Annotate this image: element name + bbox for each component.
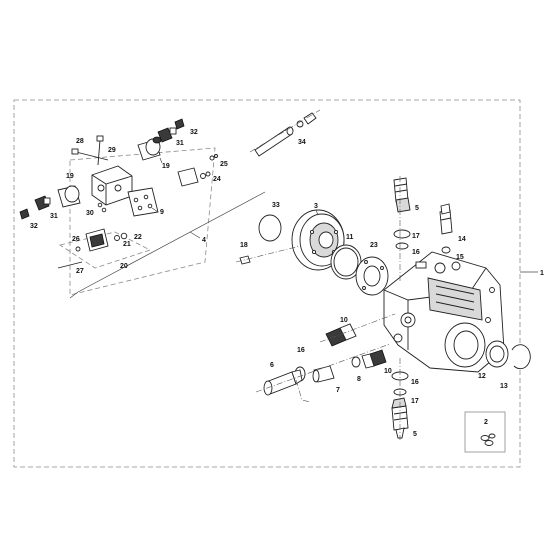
- oring-8: [351, 356, 361, 368]
- callout-17b: 17: [411, 398, 419, 405]
- plug-24: [177, 167, 211, 187]
- screw-32-left: [19, 208, 30, 220]
- callout-25: 25: [220, 161, 228, 168]
- callout-16a: 16: [412, 249, 420, 256]
- connector-31-left: [34, 195, 51, 211]
- nut-7: [312, 365, 335, 383]
- callout-17a: 17: [412, 233, 420, 240]
- oring-33: [258, 214, 282, 242]
- callout-26: 26: [72, 236, 80, 243]
- callout-10b: 10: [384, 368, 392, 375]
- bolt-28: [71, 148, 109, 161]
- callout-7: 7: [336, 387, 340, 394]
- leader-19a: [159, 157, 163, 164]
- seal-kit-frame: [464, 411, 506, 453]
- callout-11: 11: [346, 234, 354, 241]
- leader-9: [151, 207, 159, 213]
- callout-18: 18: [240, 242, 248, 249]
- circlip-13: [511, 344, 531, 370]
- oring-17-top: [393, 229, 411, 239]
- callout-34: 34: [298, 139, 306, 146]
- solenoid-coil-left: [57, 185, 81, 208]
- stud-26-27: [57, 246, 83, 269]
- callout-23: 23: [370, 242, 378, 249]
- leader-4: [189, 231, 201, 239]
- callout-16c: 16: [411, 379, 419, 386]
- plug-21-22: [114, 232, 128, 241]
- callout-9: 9: [160, 209, 164, 216]
- bolt-29: [96, 135, 104, 166]
- shaft-6: [263, 369, 303, 396]
- callout-32a: 32: [190, 129, 198, 136]
- centerline-34: [249, 109, 321, 153]
- callout-4: 4: [202, 237, 206, 244]
- callout-8: 8: [357, 376, 361, 383]
- pump-housing: [383, 251, 505, 373]
- callout-5b: 5: [413, 431, 417, 438]
- leader-4-end: [69, 291, 79, 299]
- callout-24: 24: [213, 176, 221, 183]
- callout-32b: 32: [30, 223, 38, 230]
- plug-10-upper: [325, 323, 357, 347]
- leader-4-line: [77, 191, 266, 293]
- check-valve-top: [393, 177, 411, 213]
- callout-30: 30: [86, 210, 94, 217]
- callout-14: 14: [458, 236, 466, 243]
- callout-3: 3: [314, 203, 318, 210]
- oring-15: [441, 246, 451, 254]
- callout-5a: 5: [415, 205, 419, 212]
- plate-23: [355, 256, 389, 296]
- callout-29: 29: [108, 147, 116, 154]
- valve-block: [91, 165, 133, 206]
- leader-3: [315, 209, 319, 216]
- pin-34: [254, 112, 317, 157]
- seal-kit: [480, 433, 496, 446]
- connector-31-upper: [157, 127, 177, 143]
- callout-22: 22: [134, 234, 142, 241]
- fitting-14: [439, 203, 453, 235]
- callout-31b: 31: [50, 213, 58, 220]
- callout-16b: 16: [297, 347, 305, 354]
- oring-16-top: [395, 242, 409, 250]
- valve-plate: [127, 187, 159, 217]
- callout-10a: 10: [340, 317, 348, 324]
- callout-12: 12: [478, 373, 486, 380]
- solenoid-coil-20: [85, 228, 109, 252]
- callout-6: 6: [270, 362, 274, 369]
- bolt-18: [239, 255, 251, 265]
- valve-subassembly-frame: [69, 147, 216, 296]
- callout-28: 28: [76, 138, 84, 145]
- callout-21: 21: [123, 241, 131, 248]
- callout-20: 20: [120, 263, 128, 270]
- screw-32-upper: [174, 118, 185, 130]
- callout-19a: 19: [162, 163, 170, 170]
- callout-33: 33: [272, 202, 280, 209]
- oring-30: [97, 202, 107, 213]
- callout-2: 2: [484, 419, 488, 426]
- assembly-frame: [13, 99, 521, 468]
- callout-19b: 19: [66, 173, 74, 180]
- callout-1: 1: [540, 270, 544, 277]
- callout-15: 15: [456, 254, 464, 261]
- solenoid-coil-upper: [137, 136, 162, 161]
- plug-10-lower: [361, 349, 387, 369]
- callout-13: 13: [500, 383, 508, 390]
- plug-25: [209, 154, 218, 161]
- callout-31a: 31: [176, 140, 184, 147]
- callout-27: 27: [76, 268, 84, 275]
